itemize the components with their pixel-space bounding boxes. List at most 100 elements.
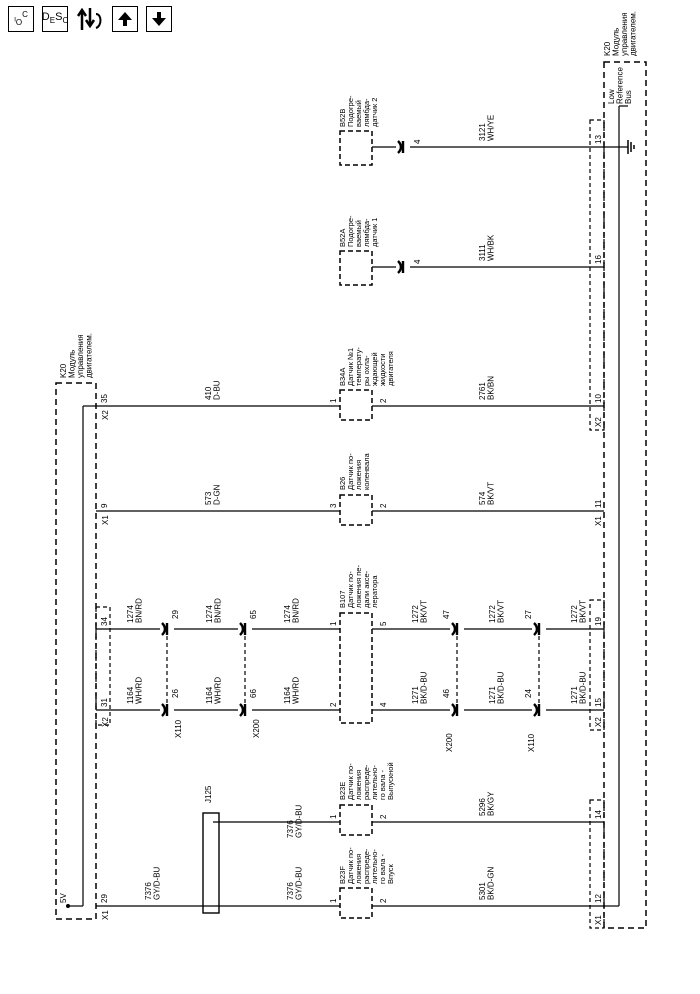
connector-x1-right-b: X1 bbox=[594, 516, 603, 526]
sensor-b23e-label: B23EДатчик по-ложенияраспреде-лительно-г… bbox=[338, 762, 395, 800]
sensor-b52b-label: B52BПодогре-ваемыйлямбда-датчик 2 bbox=[338, 95, 379, 127]
wire-label-w1274_c: 1274BN/RD bbox=[283, 598, 301, 623]
pin-b23e-1: 1 bbox=[329, 814, 338, 819]
pin-x200-47: 47 bbox=[442, 610, 451, 619]
sensor-b52a-label: B52AПодогре-ваемыйлямбда-датчик 1 bbox=[338, 215, 379, 247]
pin-b26-3: 3 bbox=[329, 503, 338, 508]
pin-b52b-4: 4 bbox=[413, 139, 422, 144]
inline-connector-arcs bbox=[161, 140, 541, 717]
wire-label-w1164_c: 1164WH/RD bbox=[283, 677, 301, 704]
pin-b34a-1: 1 bbox=[329, 398, 338, 403]
pin-b23f-1: 1 bbox=[329, 898, 338, 903]
left-module-label: K20Модульуправлениядвигателем. bbox=[59, 333, 94, 378]
wires-left bbox=[96, 405, 340, 907]
left-pin-9: 9 bbox=[100, 503, 109, 508]
pin-x110-24: 24 bbox=[524, 689, 533, 698]
description-icon[interactable]: DESC bbox=[42, 6, 68, 32]
connector-x110-lower: X110 bbox=[527, 733, 536, 752]
right-pin-10: 10 bbox=[594, 394, 603, 403]
wire-label-w2761: 2761BK/BN bbox=[478, 376, 496, 400]
left-connector-x2-box bbox=[95, 606, 111, 726]
wires-right bbox=[372, 146, 604, 907]
pin-b23f-2: 2 bbox=[379, 898, 388, 903]
connector-x1-right: X1 bbox=[594, 915, 603, 925]
wire-label-w1271_a: 1271BK/D-BU bbox=[411, 671, 429, 704]
wire-label-w1274_b: 1274BN/RD bbox=[205, 598, 223, 623]
pin-b34a-2: 2 bbox=[379, 398, 388, 403]
swap-arrows-icon[interactable] bbox=[76, 6, 104, 32]
left-pin-29: 29 bbox=[100, 894, 109, 903]
pin-b107-2: 2 bbox=[329, 702, 338, 707]
pin-b23e-2: 2 bbox=[379, 814, 388, 819]
connector-x2-right: X2 bbox=[594, 717, 603, 727]
wire-label-w7376_c: 7376GY/D-BU bbox=[286, 866, 304, 900]
wire-label-w410: 410D-BU bbox=[204, 380, 222, 400]
connector-x2-left-b: X2 bbox=[101, 410, 110, 420]
right-pin-15: 15 bbox=[594, 698, 603, 707]
right-connector-x1-box bbox=[589, 799, 605, 929]
left-supply-dot bbox=[66, 904, 70, 908]
pin-b26-2: 2 bbox=[379, 503, 388, 508]
supply-5v-label: 5V bbox=[59, 893, 68, 903]
left-pin-35: 35 bbox=[100, 394, 109, 403]
pin-x110-26: 26 bbox=[171, 689, 180, 698]
wire-label-w5296: 5296BK/GY bbox=[478, 791, 496, 816]
pin-x200-46: 46 bbox=[442, 689, 451, 698]
sensor-b34a-label: B34AДатчик №1температу-ры охла-ждающейжи… bbox=[338, 347, 395, 386]
pin-x110-29: 29 bbox=[171, 610, 180, 619]
left-pin-31: 31 bbox=[100, 698, 109, 707]
ground-icon bbox=[627, 140, 635, 154]
toolbar: ₗOC DESC bbox=[8, 6, 172, 36]
wire-label-w3111: 3111WH/BK bbox=[478, 234, 496, 261]
wire-label-w1164_b: 1164WH/RD bbox=[205, 677, 223, 704]
sensor-boxes bbox=[339, 130, 373, 919]
connector-x1-left-b: X1 bbox=[101, 515, 110, 525]
wire-label-w1272_c: 1272BK/VT bbox=[570, 600, 588, 623]
wire-label-w7376_a: 7376GY/D-BU bbox=[144, 866, 162, 900]
right-pin-11: 11 bbox=[594, 499, 603, 508]
sensor-b23f-label: B23FДатчик по-ложенияраспреде-лительно-г… bbox=[338, 847, 395, 884]
right-pin-19: 19 bbox=[594, 617, 603, 626]
location-icon[interactable]: ₗOC bbox=[8, 6, 34, 32]
connector-x200-upper: X200 bbox=[252, 719, 261, 738]
right-pin-13: 13 bbox=[594, 135, 603, 144]
connector-x2-left: X2 bbox=[101, 717, 110, 727]
pin-b107-5: 5 bbox=[379, 621, 388, 626]
wire-label-w5301: 5301BK/D-GN bbox=[478, 866, 496, 900]
wire-label-w1271_b: 1271BK/D-BU bbox=[488, 671, 506, 704]
connector-x1-left: X1 bbox=[101, 910, 110, 920]
pin-x200-66: 66 bbox=[249, 689, 258, 698]
connector-x2-right-b: X2 bbox=[594, 417, 603, 427]
wire-label-w1274_a: 1274BN/RD bbox=[126, 598, 144, 623]
connector-x200-lower: X200 bbox=[445, 733, 454, 752]
wire-label-w1271_c: 1271BK/D-BU bbox=[570, 671, 588, 704]
pin-x110-27: 27 bbox=[524, 610, 533, 619]
wire-label-w7376_b: 7376GY/D-BU bbox=[286, 804, 304, 838]
splice-j125-label: J125 bbox=[204, 785, 213, 803]
wire-label-w574: 574BK/VT bbox=[478, 482, 496, 505]
pin-b107-4: 4 bbox=[379, 702, 388, 707]
right-connector-x2b-box bbox=[589, 119, 605, 431]
right-pin-16: 16 bbox=[594, 255, 603, 264]
up-arrow-icon[interactable] bbox=[112, 6, 138, 32]
wire-label-w1272_a: 1272BK/VT bbox=[411, 600, 429, 623]
wire-label-w3121: 3121WH/YE bbox=[478, 115, 496, 141]
connector-x110-upper: X110 bbox=[174, 719, 183, 738]
wire-label-w1272_b: 1272BK/VT bbox=[488, 600, 506, 623]
low-reference-label: LowReferenceBus bbox=[607, 67, 633, 104]
sensor-b107-label: B107Датчик по-ложения пе-дали аксе-лерат… bbox=[338, 565, 379, 608]
right-connector-x2-box bbox=[589, 599, 605, 731]
right-module-outline bbox=[603, 61, 647, 929]
pin-x200-65: 65 bbox=[249, 610, 258, 619]
wire-label-w573: 573D-GN bbox=[204, 484, 222, 505]
down-arrow-icon[interactable] bbox=[146, 6, 172, 32]
pin-b107-1: 1 bbox=[329, 621, 338, 626]
pin-b52a-4: 4 bbox=[413, 259, 422, 264]
sensor-b26-label: B26Датчик по-ложенияколенвала bbox=[338, 452, 371, 490]
inline-connector-dashes bbox=[166, 636, 540, 703]
left-pin-34: 34 bbox=[100, 617, 109, 626]
right-pin-12: 12 bbox=[594, 894, 603, 903]
right-pin-14: 14 bbox=[594, 810, 603, 819]
j125-splice bbox=[202, 812, 220, 914]
